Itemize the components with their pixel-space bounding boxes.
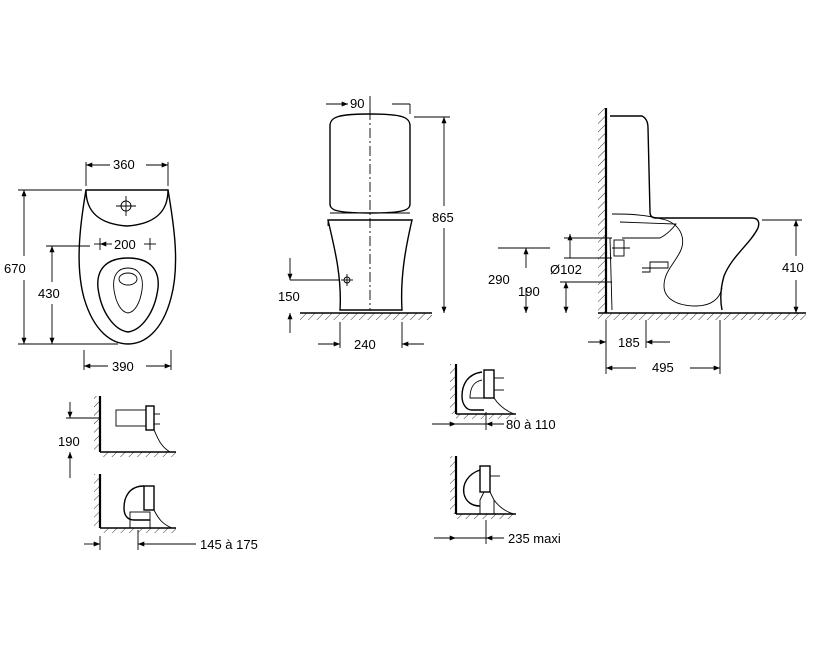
dim-190-side: 190	[518, 284, 540, 299]
detail-offset-outlet	[434, 456, 516, 544]
dimension-labels: 360 670 430 200 390 90 865 150 240 290 Ø…	[4, 96, 804, 552]
dim-360: 360	[113, 157, 135, 172]
dim-495: 495	[652, 360, 674, 375]
front-view	[287, 96, 450, 348]
dim-390: 390	[112, 359, 134, 374]
dim-670: 670	[4, 261, 26, 276]
dim-150: 150	[278, 289, 300, 304]
dim-190-detail: 190	[58, 434, 80, 449]
dim-290: 290	[488, 272, 510, 287]
dim-865: 865	[432, 210, 454, 225]
dim-200: 200	[114, 237, 136, 252]
detail-horizontal-outlet	[66, 396, 176, 478]
dim-430: 430	[38, 286, 60, 301]
dim-80-110: 80 à 110	[506, 417, 556, 432]
dim-240: 240	[354, 337, 376, 352]
detail-elbow-outlet	[432, 364, 516, 430]
dim-90: 90	[350, 96, 364, 111]
dim-185: 185	[618, 335, 640, 350]
dim-410: 410	[782, 260, 804, 275]
dim-diameter-102: Ø102	[550, 262, 582, 277]
dim-145-175: 145 à 175	[200, 537, 258, 552]
side-view	[498, 108, 806, 374]
detail-vertical-outlet	[84, 474, 196, 550]
dim-235-maxi: 235 maxi	[508, 531, 561, 546]
top-view	[18, 162, 177, 370]
